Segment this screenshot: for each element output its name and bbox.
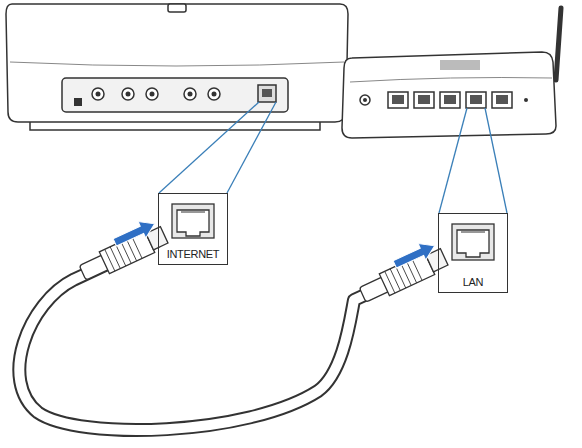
speaker-unit [6,4,348,130]
port-label: LAN [462,276,485,289]
port-label: INTERNET [166,248,221,261]
ethernet-cable [19,241,438,430]
zoomed-port [159,194,507,292]
cable-outline [19,241,438,430]
rj45-plug [73,214,449,306]
cable-body [19,241,438,430]
callout-box: LAN [438,213,508,293]
callout-box: INTERNET [158,193,228,265]
router-unit [342,8,561,138]
